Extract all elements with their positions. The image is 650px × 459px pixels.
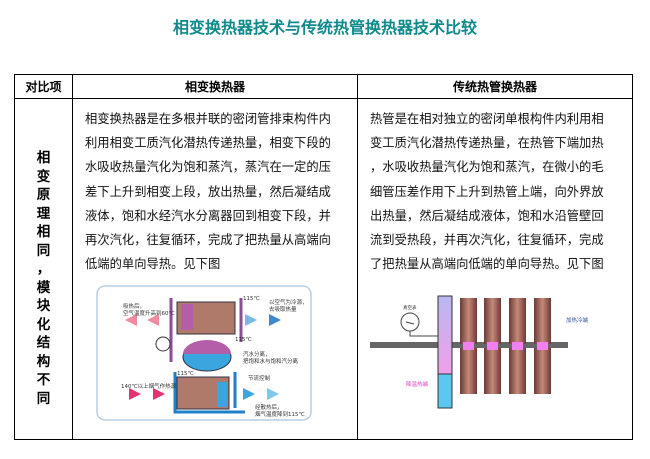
text-line: 低端的单向导热。见下图 xyxy=(85,257,221,272)
row-label-char: 模 xyxy=(36,279,51,296)
row-label-char: 结 xyxy=(36,335,51,351)
text-line: 利用相变工质汽化潜热传递热量，相变下段的 xyxy=(85,136,331,151)
page-title: 相变换热器技术与传统热管换热器技术比较 xyxy=(172,18,477,37)
bottom-evaporator xyxy=(173,372,245,414)
row-label-char: 同 xyxy=(36,242,51,259)
text-line: 变工质汽化潜热传递热量，在热管下端加热 xyxy=(370,136,604,151)
label-cold-source: 以空气为冷源， xyxy=(269,298,308,306)
row-label-char: ， xyxy=(36,261,51,277)
row-label-char: 化 xyxy=(36,316,51,333)
row-label-char: 同 xyxy=(36,390,51,407)
vacuum-gauge-icon xyxy=(400,312,420,332)
comparison-table: 对比项 相变换热器 传统热管换热器 相 变 原 理 相 同 ， 模 块 化 结 … xyxy=(14,74,633,440)
label-temp-top: 115℃ xyxy=(243,295,260,302)
label-after-release-2: 烟气温度降到115℃ xyxy=(255,410,305,418)
text-line: 液体，饱和水经汽水分离器回到相变下段，并 xyxy=(85,208,331,223)
label-temp-mid: 115℃ xyxy=(235,336,252,343)
row-label-char: 不 xyxy=(36,372,51,388)
pressure-gauge-icon xyxy=(155,336,171,352)
table-row: 相 变 原 理 相 同 ， 模 块 化 结 构 不 同 相变换热器是在多根并联的… xyxy=(14,98,633,440)
text-line: 流到受热段，并再次汽化，往复循环，完成 xyxy=(370,233,604,248)
text-line: 相变换热器是在多根并联的密闭管排束构件内 xyxy=(85,112,331,126)
table-header-row: 对比项 相变换热器 传统热管换热器 xyxy=(14,74,633,99)
label-gauge: 真空表 xyxy=(403,304,417,311)
row-label-char: 相 xyxy=(36,224,51,240)
text-line: 细管压差作用下上升到热管上端，向外界放 xyxy=(370,184,604,199)
arrows xyxy=(125,314,281,401)
row-label-char: 相 xyxy=(36,150,51,166)
label-temp-low: 115℃ xyxy=(177,370,194,377)
text-line: 差下上升到相变上段，放出热量，然后凝结成 xyxy=(85,184,331,199)
row-label-char: 理 xyxy=(36,205,51,222)
text-line: 了把热量从高端向低端的单向导热。见下图 xyxy=(370,257,604,272)
text-line: 热管是在相对独立的密闭单根构件内利用相 xyxy=(370,112,604,126)
label-separator-2: 把饱和水与饱和汽分离 xyxy=(243,357,299,365)
label-cold-end: 加热冷端 xyxy=(566,316,589,324)
row-label-char: 构 xyxy=(36,353,51,370)
header-heat-pipe: 传统热管换热器 xyxy=(357,74,633,99)
row-label: 相 变 原 理 相 同 ， 模 块 化 结 构 不 同 xyxy=(14,98,73,440)
phase-change-cell: 相变换热器是在多根并联的密闭管排束构件内 利用相变工质汽化潜热传递热量，相变下段… xyxy=(72,98,358,440)
label-hot-end: 降温热端 xyxy=(406,380,429,388)
label-throttle: 节流控制 xyxy=(248,374,271,382)
label-heat-source: 140℃以上烟气作热源 xyxy=(121,382,177,390)
row-label-char: 原 xyxy=(36,187,51,203)
text-line: ，水吸收热量汽化为饱和蒸汽，在微小的毛 xyxy=(370,160,604,175)
label-after-heat-2: 空气温度升高到60℃ xyxy=(123,309,175,317)
text-line: 出热量，然后凝结成液体，饱和水沿管壁回 xyxy=(370,208,604,223)
label-separator: 汽水分离， xyxy=(243,350,271,358)
header-compare-item: 对比项 xyxy=(14,74,73,99)
text-line: 水吸收热量汽化为饱和蒸汽，蒸汽在一定的压 xyxy=(85,160,331,175)
label-after-release: 经散热后， xyxy=(255,403,283,411)
label-after-heat: 吸热后， xyxy=(123,302,145,310)
phase-change-diagram: 吸热后， 空气温度升高到60℃ 115℃ 以空气为冷源， 去吸取热量 115℃ … xyxy=(96,285,312,422)
text-line: 再次汽化，往复循环，完成了把热量从高端向 xyxy=(85,233,331,248)
header-phase-change: 相变换热器 xyxy=(72,74,358,99)
finned-heat-pipes xyxy=(460,298,551,395)
row-label-char: 变 xyxy=(36,168,51,185)
top-condenser xyxy=(169,298,243,363)
label-cold-source-2: 去吸取热量 xyxy=(269,305,297,313)
heat-pipe-cell: 热管是在相对独立的密闭单根构件内利用相 变工质汽化潜热传递热量，在热管下端加热 … xyxy=(357,98,633,440)
heat-pipe-diagram: 真空表 加热冷端 降温热端 xyxy=(370,295,589,409)
row-label-char: 块 xyxy=(36,298,51,314)
